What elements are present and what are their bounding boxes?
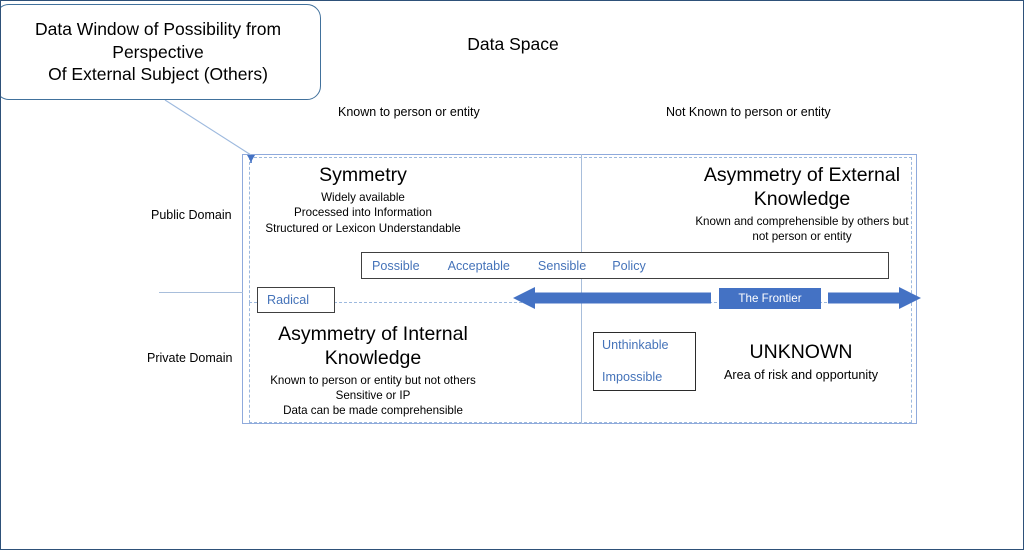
callout-box: Data Window of Possibility from Perspect… — [1, 4, 321, 100]
quadrant-symmetry-sub-3: Structured or Lexicon Understandable — [265, 221, 461, 235]
column-header-known: Known to person or entity — [338, 105, 480, 119]
quadrant-unknown-sub-1: Area of risk and opportunity — [723, 367, 878, 382]
impossible-label: Impossible — [602, 369, 663, 384]
option-possible[interactable]: Possible — [372, 258, 420, 273]
arrow-left-icon — [513, 287, 711, 309]
matrix-dashed-frame-lower — [249, 303, 912, 423]
unthinkable-impossible-box: Unthinkable Impossible — [593, 332, 696, 391]
option-acceptable[interactable]: Acceptable — [447, 258, 510, 273]
column-header-not-known: Not Known to person or entity — [666, 105, 831, 119]
page-title: Data Space — [467, 34, 559, 54]
quadrant-asymmetry-external-title: Asymmetry of External Knowledge — [703, 164, 901, 210]
option-bar: Possible Acceptable Sensible Policy — [361, 252, 889, 279]
radical-box[interactable]: Radical — [257, 287, 335, 313]
frontier-box: The Frontier — [719, 288, 821, 309]
quadrant-asymmetry-external-sub-1: Known and comprehensible by others but — [695, 214, 909, 228]
quadrant-symmetry-sub-2: Processed into Information — [294, 206, 432, 220]
quadrant-symmetry-sub-1: Widely available — [321, 190, 405, 204]
row-label-private-domain: Private Domain — [147, 351, 233, 365]
quadrant-asymmetry-external-sub-2: not person or entity — [752, 229, 852, 243]
option-sensible[interactable]: Sensible — [537, 258, 587, 273]
frontier-label: The Frontier — [738, 292, 802, 305]
quadrant-asymmetry-internal: Asymmetry of Internal Knowledge Known to… — [259, 323, 487, 419]
quadrant-unknown-title: UNKNOWN — [749, 341, 853, 363]
quadrant-asymmetry-internal-sub-2: Sensitive or IP — [335, 388, 411, 402]
quadrant-symmetry-title: Symmetry — [319, 164, 407, 186]
arrow-right-icon — [828, 287, 921, 309]
matrix-vertical-divider — [581, 154, 582, 424]
quadrant-asymmetry-external: Asymmetry of External Knowledge Known an… — [691, 164, 913, 244]
matrix-horizontal-divider-stub — [159, 292, 243, 293]
callout-line-1: Data Window of Possibility from — [34, 18, 282, 39]
quadrant-unknown: UNKNOWN Area of risk and opportunity — [701, 341, 901, 384]
quadrant-asymmetry-internal-sub-3: Data can be made comprehensible — [283, 404, 463, 418]
callout-line-3: Of External Subject (Others) — [48, 64, 268, 85]
callout-line-2: Perspective — [112, 41, 204, 62]
quadrant-asymmetry-internal-sub-1: Known to person or entity but not others — [270, 373, 476, 387]
unthinkable-label: Unthinkable — [602, 338, 669, 352]
matrix-left-axis — [242, 154, 243, 424]
quadrant-asymmetry-internal-title: Asymmetry of Internal Knowledge — [278, 323, 468, 369]
row-label-public-domain: Public Domain — [151, 208, 232, 222]
option-policy[interactable]: Policy — [612, 258, 646, 273]
quadrant-symmetry: Symmetry Widely available Processed into… — [252, 164, 474, 236]
callout-text: Data Window of Possibility from Perspect… — [27, 18, 289, 86]
radical-label: Radical — [267, 293, 309, 307]
